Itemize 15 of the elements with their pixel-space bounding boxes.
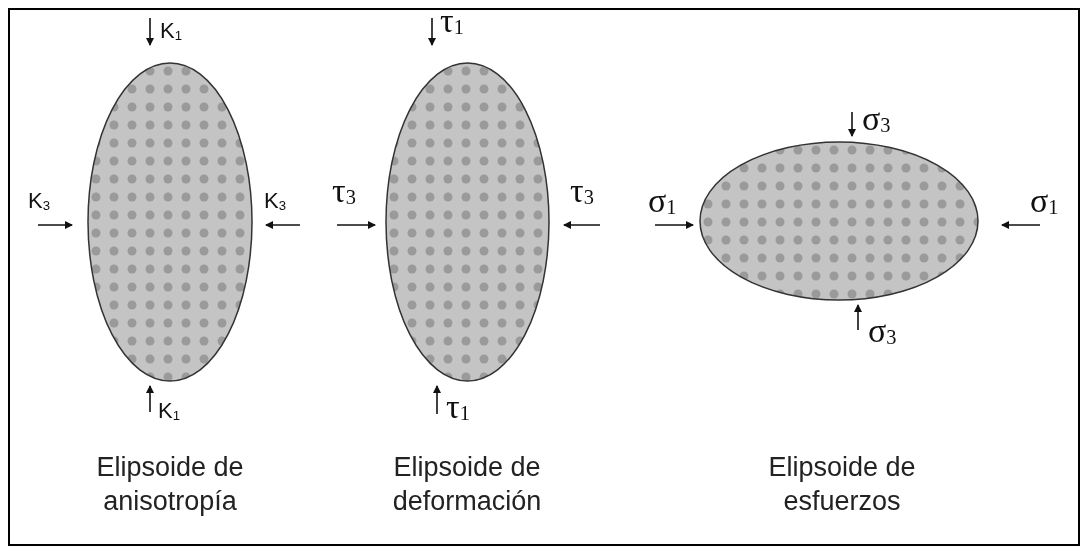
axis-symbol: σ$_{1}$ [1030,182,1059,220]
axis-symbol: σ$_{3}$ [868,312,897,350]
axis-symbol: K$_{1}$ [160,18,183,44]
axis-symbol: K$_{1}$ [158,398,181,424]
axis-symbol: K$_{3}$ [264,188,287,214]
axis-symbol: τ$_{3}$ [332,172,356,210]
axis-symbol: τ$_{3}$ [570,172,594,210]
axis-symbol: σ$_{1}$ [648,182,677,220]
ellipsoid-caption: Elipsoide de anisotropía [95,451,245,518]
axis-symbol: σ$_{3}$ [862,100,891,138]
axis-symbol: τ$_{1}$ [446,388,470,426]
ellipsoid-caption: Elipsoide de deformación [391,451,543,518]
axis-symbol: τ$_{1}$ [440,2,464,40]
ellipsoid-caption: Elipsoide de esfuerzos [767,451,917,518]
axis-symbol: K$_{3}$ [28,188,51,214]
